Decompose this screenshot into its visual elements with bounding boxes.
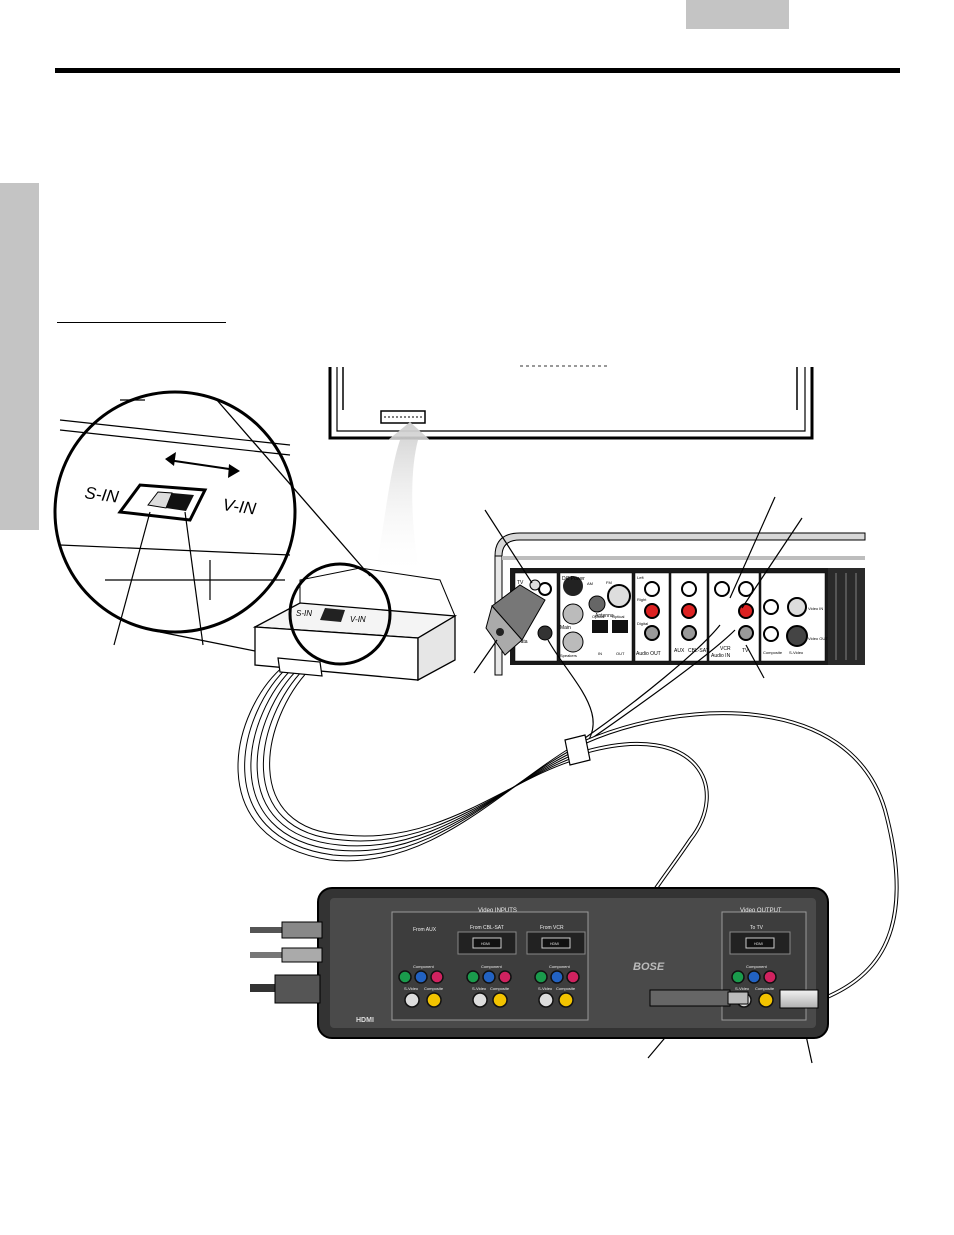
svideo-label: S-Video (472, 986, 487, 991)
audio-in-label: Audio IN (711, 653, 731, 659)
audio-out-label: Audio OUT (636, 651, 661, 657)
component-label: Component (413, 964, 435, 969)
speakers-label: Speakers (560, 653, 577, 658)
scart-connector (380, 410, 426, 424)
left-label: Left (637, 575, 645, 580)
hdmi-port-label: HDMI (550, 942, 559, 946)
from-cbl-sat-label: From CBL-SAT (470, 925, 504, 931)
rear-connector-block (485, 579, 553, 656)
main-label: Main (560, 625, 571, 631)
out-label: OUT (616, 651, 625, 656)
hdmi-port-label: HDMI (754, 942, 763, 946)
video-in-label: Video IN (808, 606, 823, 611)
fm-label: FM (606, 580, 612, 585)
svideo-label: S-Video (404, 986, 419, 991)
connect-arrow (375, 422, 430, 578)
am-label: AM (587, 581, 593, 586)
svideo-label: S-Video (735, 986, 750, 991)
adapter-s-in-label: S-IN (296, 609, 312, 618)
video-inputs-title: Video INPUTS (478, 908, 517, 914)
cbl-sat-label: CBL-SAT (688, 648, 709, 654)
component-label: Component (549, 964, 571, 969)
svideo-label: S-Video (538, 986, 553, 991)
hdmi-logo: HDMI (356, 1017, 374, 1024)
zoom-callout: S-IN V-IN (53, 390, 371, 661)
tv-jack-label: TV (742, 648, 749, 654)
video-output-title: Video OUTPUT (740, 908, 782, 914)
tv-rear-panel (328, 365, 814, 440)
composite-label: Composite (556, 986, 576, 991)
optical-out-label: Optical (612, 614, 625, 619)
video-out-label: Video OUT (808, 636, 828, 641)
right-label: Right (637, 597, 647, 602)
composite-label: Composite (763, 650, 783, 655)
header-tab (686, 0, 789, 29)
header-rule (55, 68, 900, 73)
side-tab (0, 183, 39, 530)
section-underline (57, 322, 226, 323)
media-center-rear: DC Power Antenna FM AM TV Main Speakers … (494, 532, 866, 676)
hdmi-port-label: HDMI (481, 942, 490, 946)
zoom-s-in-label: S-IN (83, 483, 120, 507)
data-label: Data (517, 639, 528, 645)
in-label: IN (598, 651, 602, 656)
from-aux-label: From AUX (413, 927, 437, 933)
composite-label: Composite (755, 986, 775, 991)
composite-label: Composite (490, 986, 510, 991)
digital-label: Digital (637, 621, 648, 626)
component-label: Component (746, 964, 768, 969)
svideo-label: S-Video (789, 650, 804, 655)
composite-label: Composite (424, 986, 444, 991)
tv-antenna-label: TV (517, 580, 524, 586)
from-vcr-label: From VCR (540, 925, 564, 931)
optical-in-label: Optical (592, 614, 605, 619)
to-tv-label: To TV (750, 925, 764, 931)
video-box: Video INPUTS Video OUTPUT From AUX From … (250, 887, 829, 1039)
dc-power-label: DC Power (562, 576, 585, 582)
zoom-v-in-label: V-IN (221, 495, 257, 519)
adapter-v-in-label: V-IN (350, 615, 366, 624)
aux-label: AUX (674, 648, 685, 654)
bose-logo: BOSE (633, 961, 665, 973)
antenna-label: Antenna (595, 613, 614, 619)
component-label: Component (481, 964, 503, 969)
vcr-label: VCR (720, 646, 731, 652)
